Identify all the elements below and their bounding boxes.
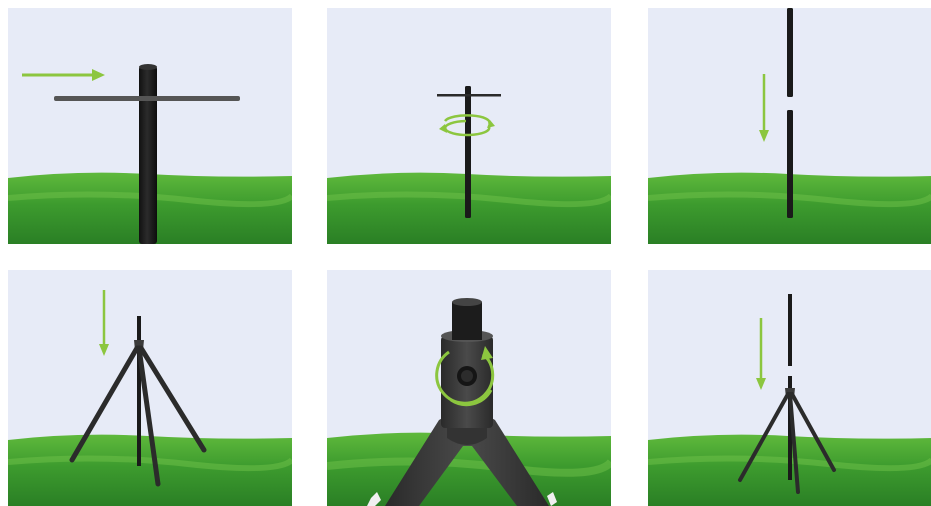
step-4-illustration	[8, 270, 292, 506]
step-2-panel	[327, 8, 611, 244]
step-1-panel	[8, 8, 292, 244]
pole	[465, 86, 471, 218]
pole-segment-lower	[787, 110, 793, 218]
crossbar	[54, 96, 240, 101]
pole-segment-upper	[788, 294, 792, 366]
step-1-illustration	[8, 8, 292, 244]
step-3-illustration	[648, 8, 931, 244]
step-3-panel	[648, 8, 931, 244]
step-6-panel	[648, 270, 931, 506]
pole-segment-upper	[787, 8, 793, 97]
step-2-illustration	[327, 8, 611, 244]
crossbar	[437, 94, 501, 97]
step-5-panel	[327, 270, 611, 506]
step-4-panel	[8, 270, 292, 506]
step-5-illustration	[327, 270, 611, 506]
step-6-illustration	[648, 270, 931, 506]
pole	[139, 66, 157, 244]
